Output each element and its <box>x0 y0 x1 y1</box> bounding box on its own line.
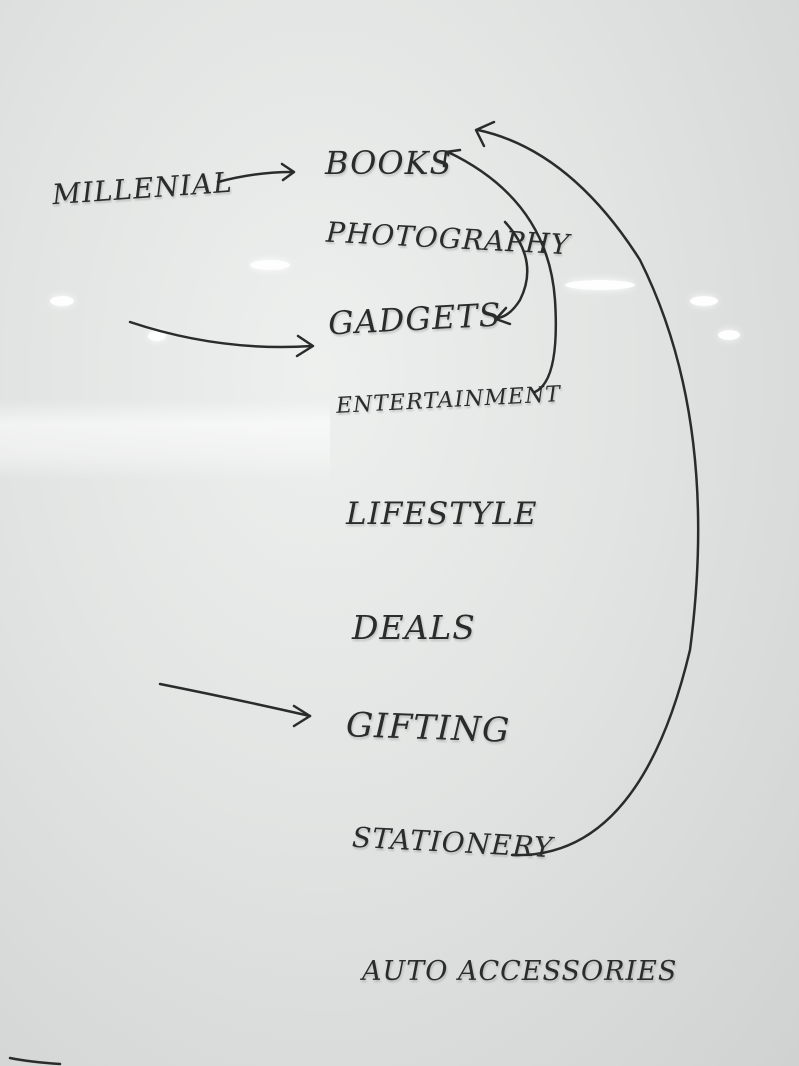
category-gifting: GIFTING <box>345 705 511 751</box>
ceiling-light <box>565 280 635 290</box>
ceiling-light <box>690 296 718 306</box>
arrowhead <box>295 334 315 358</box>
window-reflection <box>0 400 330 480</box>
arrow-stationery-to-books <box>476 128 700 857</box>
category-books: BOOKS <box>325 144 453 182</box>
arrowhead <box>474 120 496 148</box>
category-lifestyle: LIFESTYLE <box>346 496 538 532</box>
ceiling-light <box>148 331 166 341</box>
arrow-millenial-to-books <box>216 170 294 184</box>
arrow-entertainment-to-books <box>446 150 558 394</box>
arrowhead <box>292 704 312 728</box>
arrowhead <box>494 306 512 326</box>
arrowhead <box>280 162 296 182</box>
ink-stroke <box>8 1056 62 1066</box>
arrow-to-gadgets <box>128 320 314 349</box>
arrow-to-gifting <box>158 682 312 718</box>
category-deals: DEALS <box>352 608 476 647</box>
category-auto-accessories: AUTO ACCESSORIES <box>362 956 678 987</box>
arrowhead <box>442 148 462 168</box>
ceiling-light <box>50 296 74 306</box>
ceiling-light <box>250 260 290 270</box>
ceiling-light <box>718 330 740 340</box>
arrow-photography-to-gadgets <box>496 220 529 320</box>
